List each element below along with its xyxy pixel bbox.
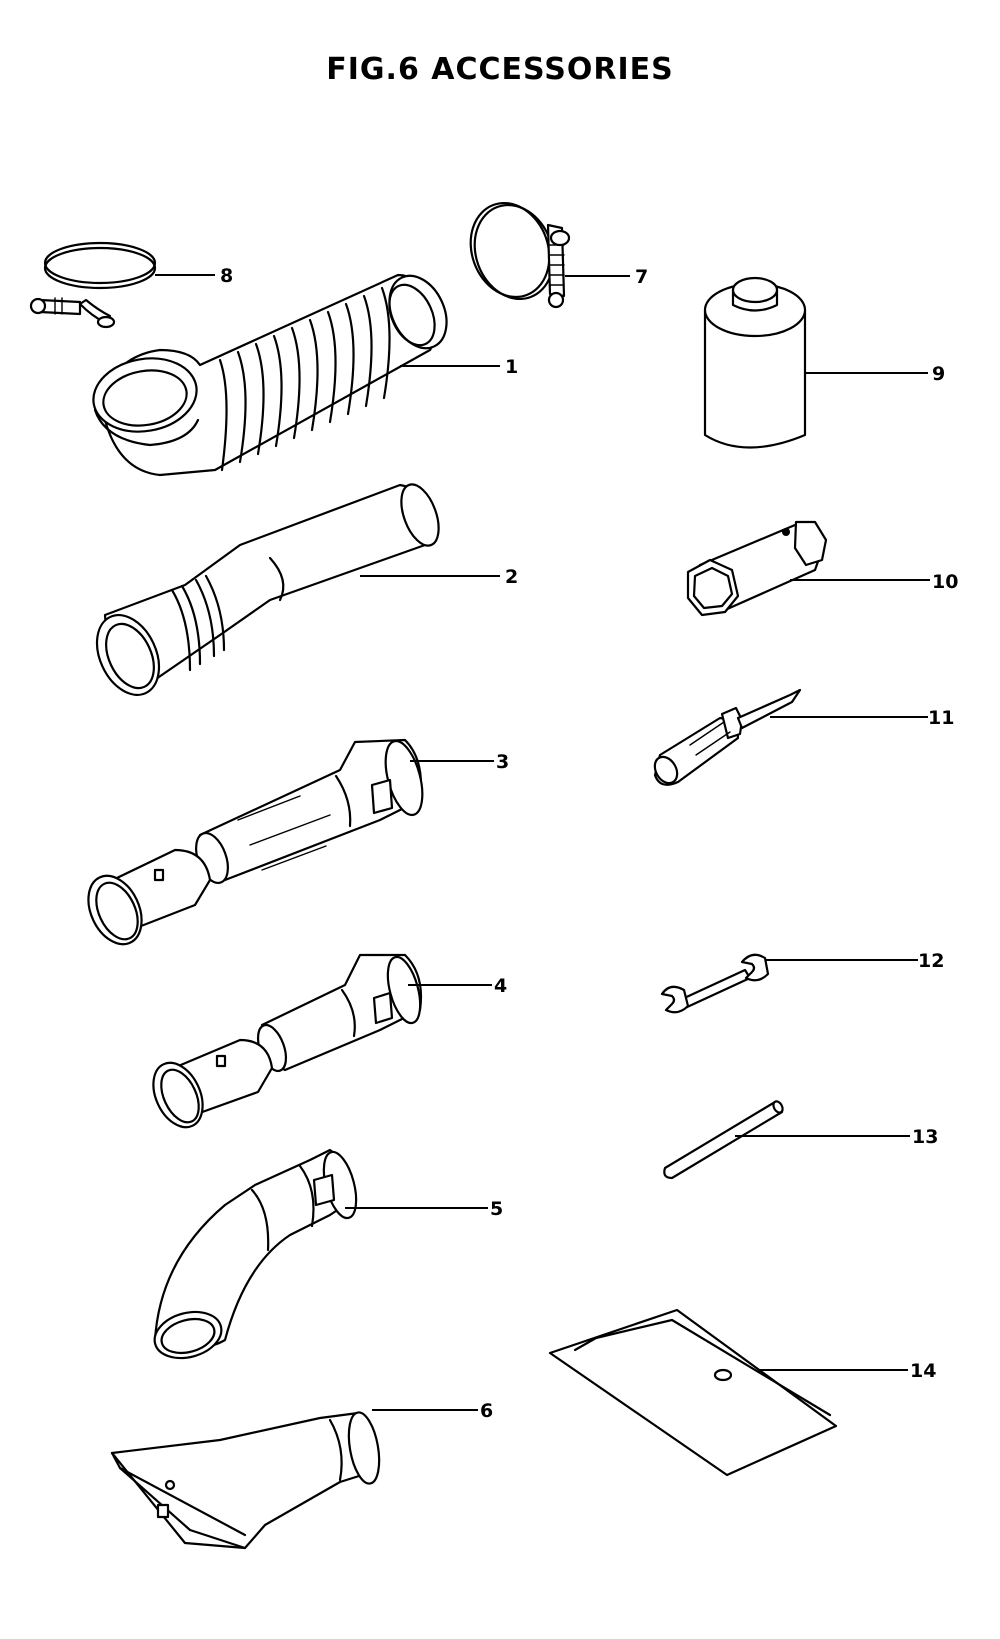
part-6-flat-nozzle-icon (110, 1411, 381, 1550)
part-number-13: 13 (912, 1126, 938, 1148)
part-number-3: 3 (496, 751, 509, 773)
part-9-container-icon (703, 276, 807, 449)
part-11-screwdriver-icon (653, 688, 802, 786)
part-number-1: 1 (505, 356, 518, 378)
figure-title: FIG.6 ACCESSORIES (326, 52, 674, 87)
part-8-hose-clamp-icon (29, 241, 157, 329)
part-number-12: 12 (918, 950, 944, 972)
part-12-open-end-wrench-icon (660, 953, 770, 1014)
part-number-2: 2 (505, 566, 518, 588)
part-4-two-piece-short-pipe-icon (152, 953, 423, 1129)
part-5-curved-pipe-icon (153, 1148, 358, 1360)
part-number-11: 11 (928, 707, 954, 729)
part-number-10: 10 (932, 571, 958, 593)
part-number-9: 9 (932, 363, 945, 385)
part-number-6: 6 (480, 1400, 493, 1422)
part-14-envelope-icon (548, 1308, 838, 1477)
part-number-7: 7 (635, 266, 648, 288)
part-13-rod-icon (663, 1100, 784, 1180)
part-number-14: 14 (910, 1360, 936, 1382)
part-1-flexible-elbow-hose-icon (92, 273, 448, 477)
part-10-box-wrench-icon (686, 520, 828, 617)
part-number-8: 8 (220, 265, 233, 287)
part-number-5: 5 (490, 1198, 503, 1220)
part-2-straight-pipe-icon (95, 483, 440, 696)
part-3-two-piece-long-pipe-icon (87, 738, 424, 946)
part-7-hose-clamp-icon (469, 201, 571, 309)
part-number-4: 4 (494, 975, 507, 997)
